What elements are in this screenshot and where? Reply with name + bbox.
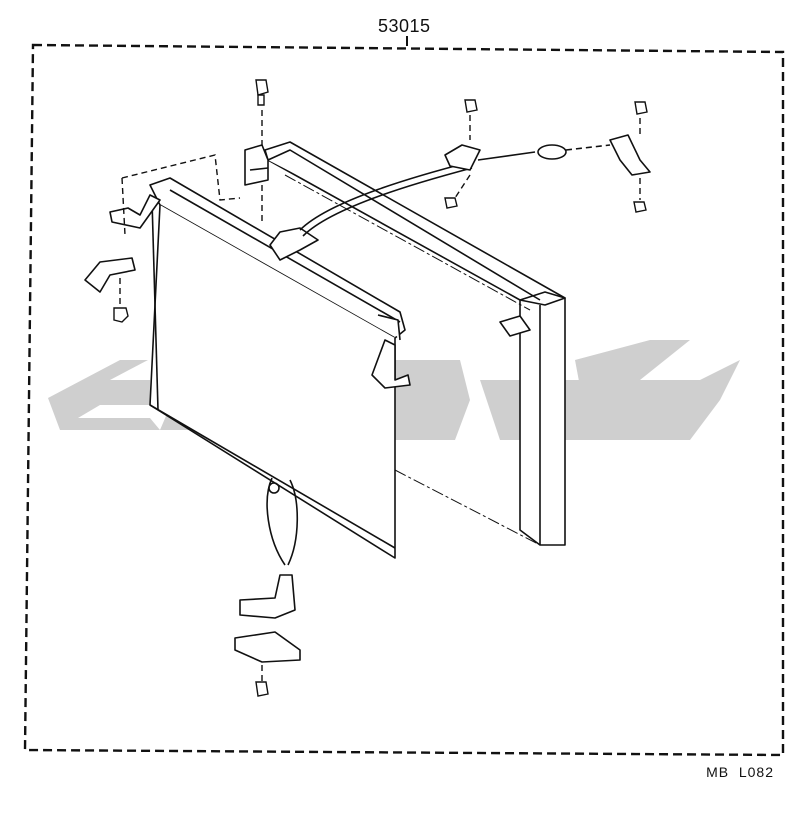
lower-cable [266,477,299,566]
left-bracket [84,194,161,293]
cable-bracket [444,134,651,176]
radiator-shutter [149,177,411,559]
radiator-centerline [284,174,541,546]
shutter-cable [299,144,611,237]
right-bolt-axes [454,115,641,200]
part-number-label: 53015 [378,16,431,36]
lower-brackets [234,574,301,663]
upper-bracket [244,144,269,186]
lower-bolt [255,681,269,697]
left-bracket-dashes [119,154,241,305]
right-bolts [444,99,648,213]
left-nut [113,307,129,323]
upper-bolt [255,79,269,106]
figure-code-label: MB L082 [706,764,774,780]
